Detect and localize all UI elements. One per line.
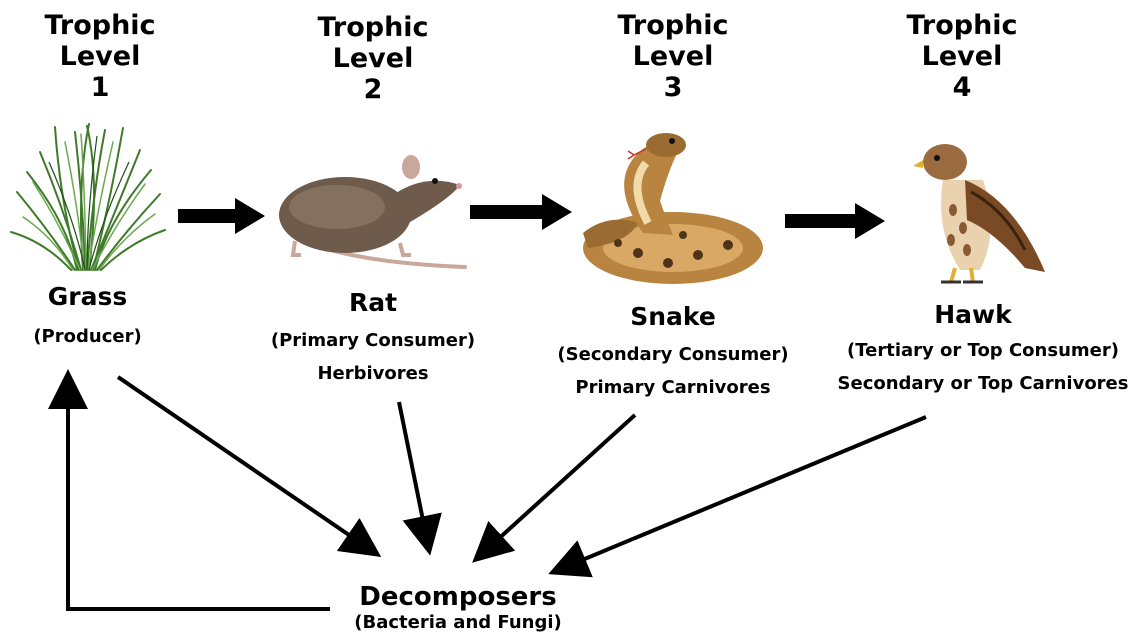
arrow-hawk-to-decomposers bbox=[563, 417, 926, 568]
arrow-head bbox=[542, 194, 572, 230]
arrow-head bbox=[235, 198, 265, 234]
arrow-grass-to-decomposers bbox=[118, 377, 368, 548]
arrow-rat-to-decomposers bbox=[399, 402, 427, 540]
arrow-head bbox=[855, 203, 885, 239]
arrow-snake-to-decomposers bbox=[484, 415, 635, 552]
